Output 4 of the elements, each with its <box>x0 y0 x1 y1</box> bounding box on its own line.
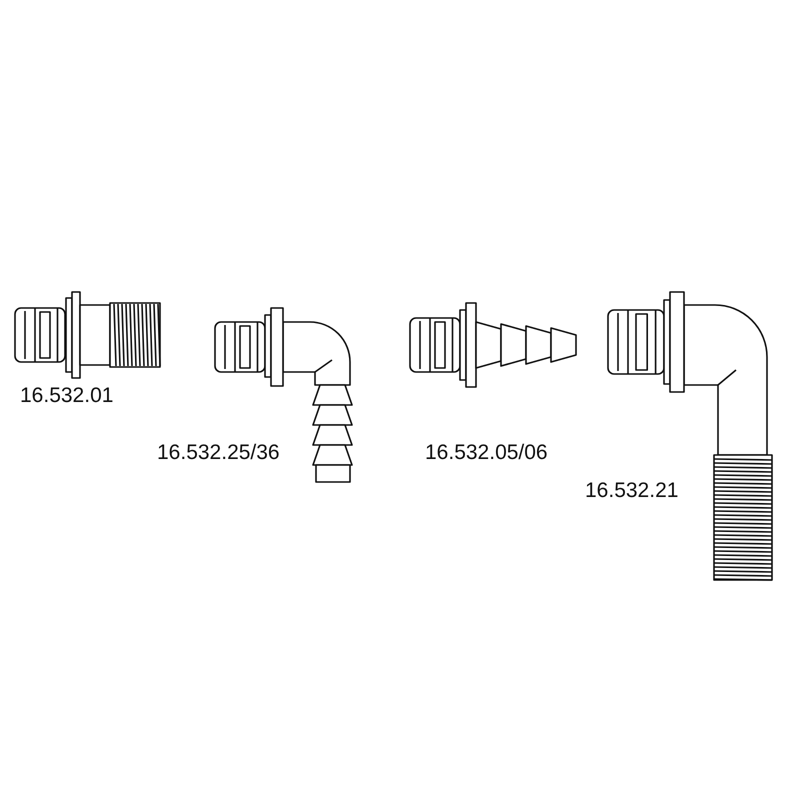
part-number: 16.532.05/06 <box>425 441 548 465</box>
part-number: 16.532.01 <box>20 384 114 408</box>
part-number: 16.532.21 <box>585 479 678 503</box>
part-number: 16.532.25/36 <box>157 441 280 465</box>
